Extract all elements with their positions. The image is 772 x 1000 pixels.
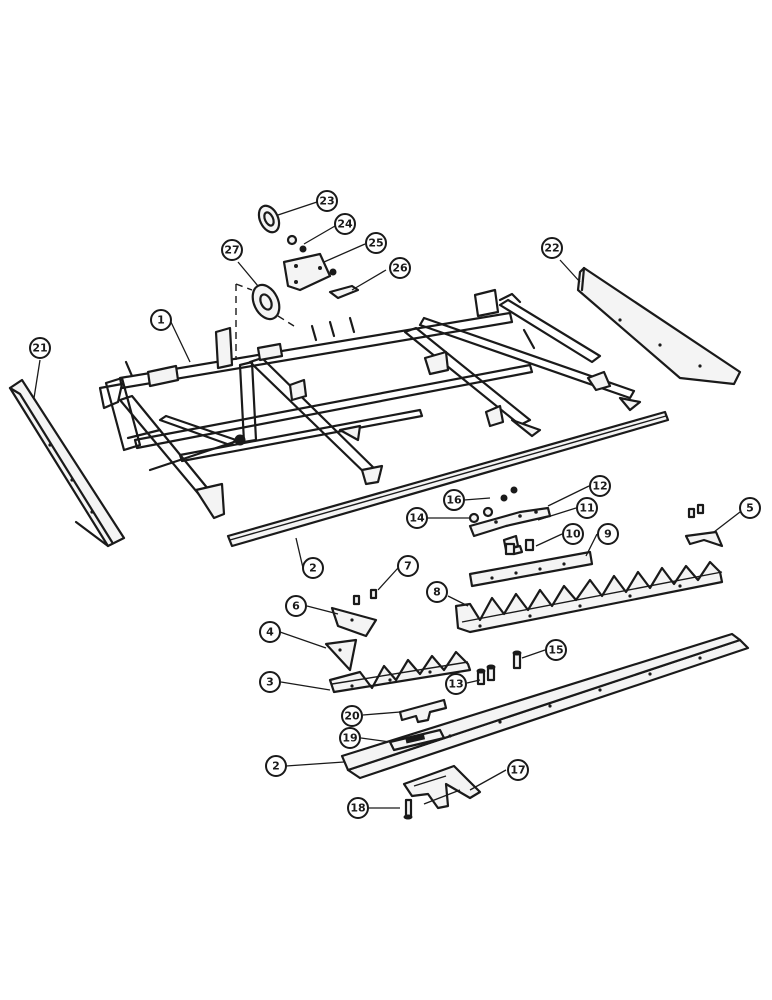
svg-text:11: 11	[579, 502, 594, 515]
nut-16	[500, 494, 508, 502]
callout-3: 3	[259, 671, 281, 693]
bolt-15	[512, 650, 522, 670]
callout-21: 21	[29, 337, 51, 359]
callout-27: 27	[221, 239, 243, 261]
bolt-18	[403, 798, 413, 820]
callout-15: 15	[545, 639, 567, 661]
left-end-shield	[8, 378, 126, 548]
svg-text:23: 23	[319, 195, 334, 208]
cutterbar-plate-lower	[340, 632, 750, 780]
callout-20: 20	[341, 705, 363, 727]
nut-25	[329, 268, 337, 276]
svg-text:2: 2	[272, 760, 280, 773]
svg-text:6: 6	[292, 600, 300, 613]
svg-text:14: 14	[409, 512, 425, 525]
knife-back-9	[468, 550, 594, 588]
svg-text:27: 27	[224, 244, 239, 257]
svg-text:16: 16	[446, 494, 462, 507]
callout-9: 9	[597, 523, 619, 545]
svg-text:19: 19	[342, 732, 357, 745]
callout-2-upper: 2	[302, 557, 324, 579]
callout-10: 10	[562, 523, 584, 545]
plate-6	[330, 606, 378, 638]
callout-2-lower: 2	[265, 755, 287, 777]
svg-text:1: 1	[157, 314, 165, 327]
svg-text:7: 7	[404, 560, 412, 573]
callout-17: 17	[507, 759, 529, 781]
leader-lines	[33, 201, 741, 809]
callout-24: 24	[334, 213, 356, 235]
plate-5	[684, 530, 724, 548]
screw-7	[352, 594, 361, 606]
callout-4: 4	[259, 621, 281, 643]
callout-1: 1	[150, 309, 172, 331]
bolts-13	[476, 664, 496, 686]
knife-guard-17	[402, 764, 482, 810]
svg-text:5: 5	[746, 502, 754, 515]
svg-text:24: 24	[337, 218, 353, 231]
callout-8: 8	[426, 581, 448, 603]
callout-25: 25	[365, 232, 387, 254]
callout-6: 6	[285, 595, 307, 617]
callout-23: 23	[316, 190, 338, 212]
svg-text:25: 25	[368, 237, 383, 250]
washer-24	[286, 234, 298, 246]
pulley-23	[257, 204, 281, 234]
spacer-10	[504, 542, 516, 556]
pulley-27	[251, 283, 281, 321]
idler-arm-26	[328, 284, 360, 300]
svg-text:9: 9	[604, 528, 612, 541]
frame-assembly	[98, 288, 642, 520]
callout-14: 14	[406, 507, 428, 529]
svg-text:2: 2	[309, 562, 317, 575]
callout-26: 26	[389, 257, 411, 279]
callout-13: 13	[445, 673, 467, 695]
plate-4	[324, 638, 358, 672]
svg-text:12: 12	[592, 480, 607, 493]
hold-down-clip-20	[398, 698, 448, 724]
callout-19: 19	[339, 727, 361, 749]
callout-22: 22	[541, 237, 563, 259]
callout-16: 16	[443, 489, 465, 511]
knife-section-bar-8	[454, 560, 724, 634]
callout-18: 18	[347, 797, 369, 819]
svg-text:3: 3	[266, 676, 274, 689]
cutterbar-angle-upper	[226, 410, 670, 548]
nut-24	[299, 245, 307, 253]
svg-text:4: 4	[266, 626, 274, 639]
idler-bracket-25	[282, 252, 332, 292]
callout-12: 12	[589, 475, 611, 497]
svg-text:15: 15	[548, 644, 563, 657]
knife-assembly-3	[328, 650, 472, 694]
svg-text:17: 17	[510, 764, 525, 777]
right-end-shield	[576, 266, 742, 386]
washer-14	[468, 512, 480, 524]
svg-text:18: 18	[350, 802, 365, 815]
svg-text:13: 13	[448, 678, 463, 691]
svg-text:22: 22	[544, 242, 559, 255]
bracket-12	[468, 506, 552, 538]
callout-7: 7	[397, 555, 419, 577]
svg-text:8: 8	[433, 586, 441, 599]
svg-text:26: 26	[392, 262, 408, 275]
callout-11: 11	[576, 497, 598, 519]
callout-5: 5	[739, 497, 761, 519]
svg-text:10: 10	[565, 528, 581, 541]
svg-text:20: 20	[344, 710, 360, 723]
wear-plate-19	[388, 728, 446, 752]
svg-text:21: 21	[32, 342, 47, 355]
